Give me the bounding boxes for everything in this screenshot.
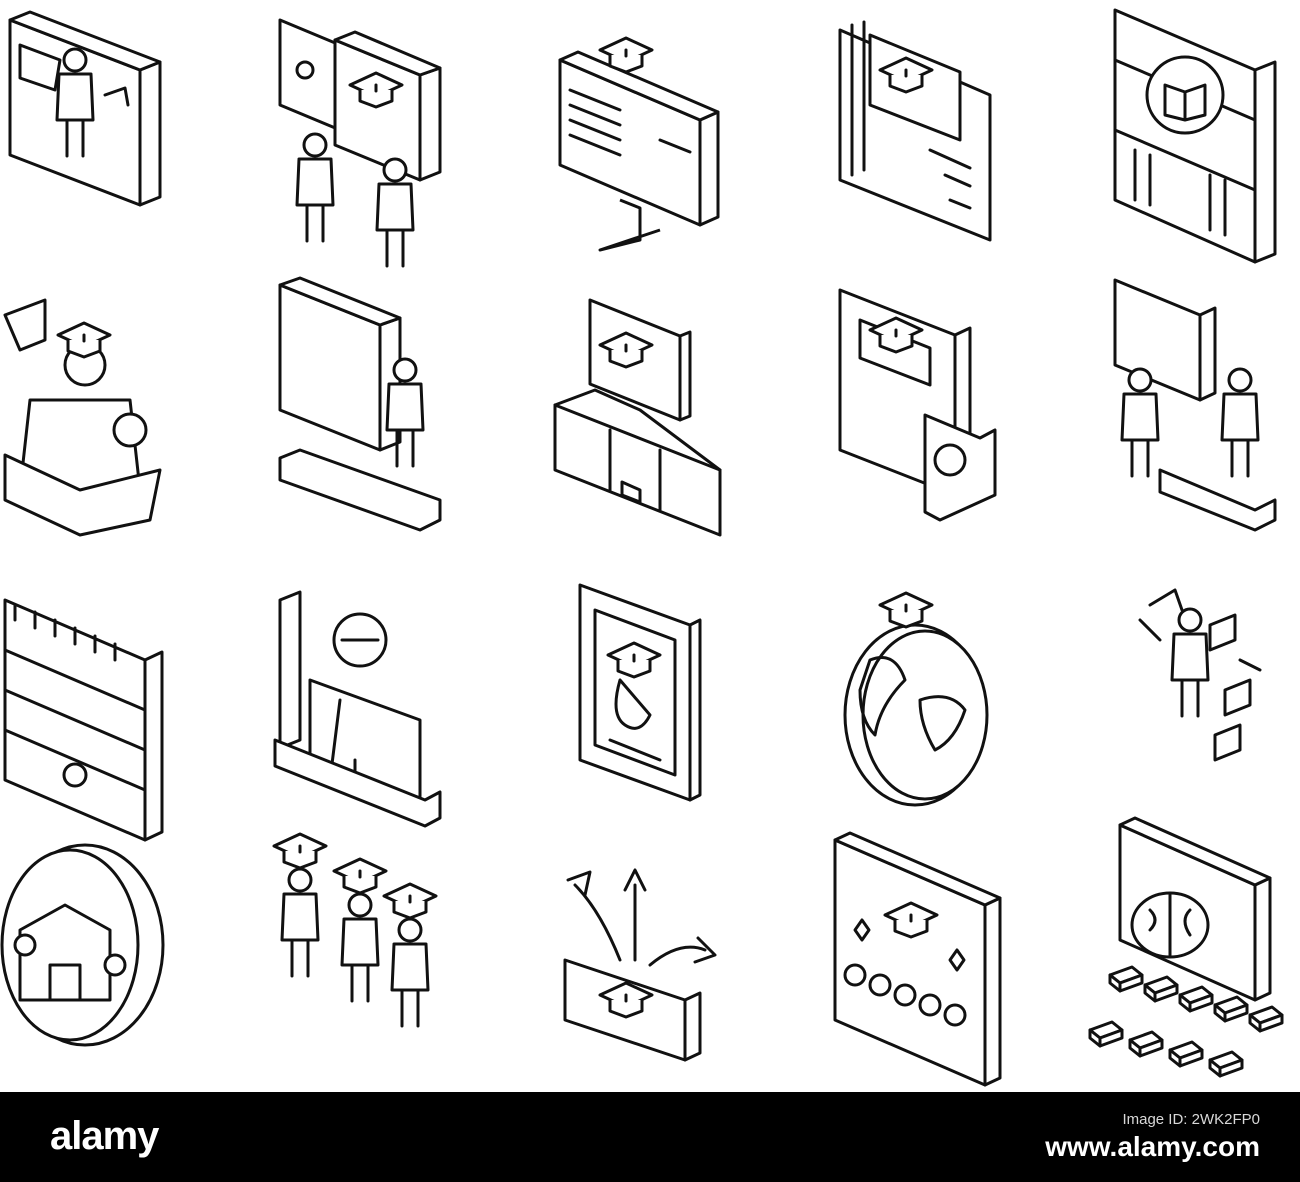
lecture-audience-icon bbox=[278, 276, 442, 532]
tutor-student-icon bbox=[1113, 278, 1277, 532]
stock-footer-bar: alamy Image ID: 2WK2FP0 www.alamy.com bbox=[0, 1092, 1300, 1182]
site-url: www.alamy.com bbox=[1045, 1131, 1260, 1162]
image-id-label: Image ID: 2WK2FP0 bbox=[1122, 1111, 1260, 1128]
professor-icon bbox=[273, 590, 442, 828]
brain-lecture-icon bbox=[1088, 816, 1284, 1078]
career-paths-icon bbox=[563, 868, 717, 1062]
library-shelf-icon bbox=[1113, 8, 1277, 264]
graduate-reading-icon bbox=[3, 298, 162, 537]
icon-set-illustration bbox=[0, 8, 1284, 1087]
university-building-icon bbox=[553, 298, 722, 537]
tablet-graduate-icon bbox=[578, 583, 702, 802]
online-lecture-chat-icon bbox=[278, 18, 442, 268]
auditorium-icon bbox=[3, 598, 164, 842]
computer-graduate-course-icon bbox=[558, 36, 720, 252]
graduation-ceremony-icon bbox=[833, 831, 1002, 1087]
global-graduate-icon bbox=[843, 591, 989, 807]
scientist-icon bbox=[1138, 588, 1262, 762]
alamy-logo: alamy bbox=[50, 1114, 159, 1158]
campus-circle-icon bbox=[0, 843, 165, 1047]
graduates-group-icon bbox=[272, 832, 438, 1028]
image-info: Image ID: 2WK2FP0 www.alamy.com bbox=[1045, 1110, 1260, 1164]
certificate-document-icon bbox=[838, 288, 997, 522]
graduation-book-icon bbox=[838, 20, 992, 242]
teacher-at-board-icon bbox=[8, 10, 162, 207]
